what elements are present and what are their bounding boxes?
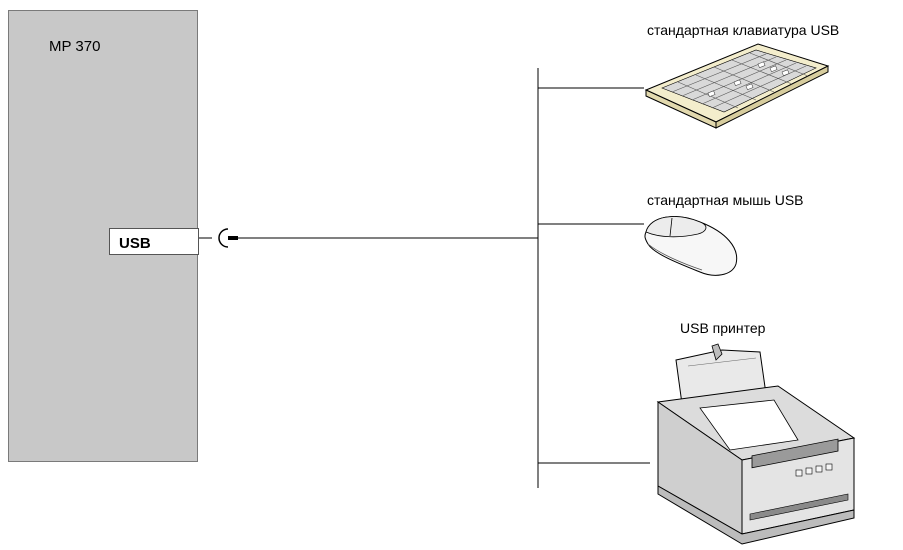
usb-connector-icon [219,229,238,247]
mouse-label: стандартная мышь USB [647,192,804,208]
printer-label: USB принтер [680,320,765,336]
keyboard-label: стандартная клавиатура USB [647,22,839,38]
keyboard-icon [638,38,836,130]
printer-icon [648,342,864,550]
mouse-icon [640,208,744,280]
